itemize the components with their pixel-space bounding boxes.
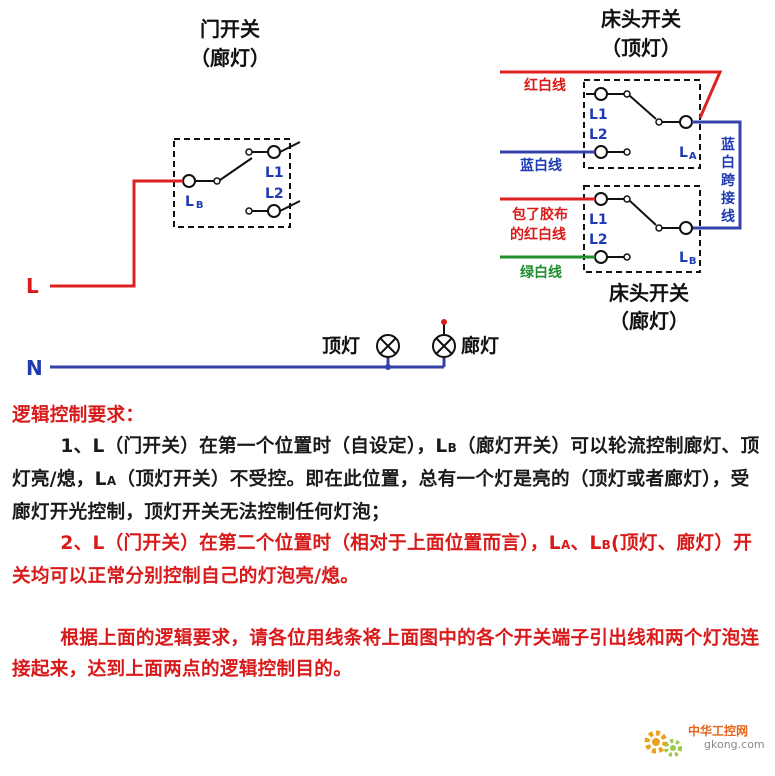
door-l1-out <box>279 141 301 153</box>
cross-wire-label: 蓝 白 跨 接 线 <box>721 136 736 225</box>
blue-cross-wire <box>692 120 742 230</box>
bed-bottom-l1-contact <box>623 195 631 203</box>
bed-bottom-l2-contact <box>623 253 631 261</box>
requirement-item-1: 1、L（门开关）在第一个位置时（自设定），LB（廊灯开关）可以轮流控制廊灯、顶灯… <box>12 431 764 528</box>
item2-part-a: 2、L（门开关）在第二个位置时（相对于上面位置而言），L <box>60 533 561 554</box>
blue-white-label: 蓝白线 <box>520 157 562 174</box>
bed-top-common-label: LA <box>679 145 697 162</box>
bed-top-l1-label: L1 <box>589 107 608 123</box>
taped-red-label-line1: 包了胶布 <box>512 206 568 223</box>
door-l1-label: L1 <box>265 165 284 181</box>
bed-top-l2-terminal <box>594 145 608 159</box>
watermark: 中华工控网 gkong.com <box>640 718 770 768</box>
door-switch-title: 门开关 <box>200 17 260 41</box>
door-l1-terminal <box>267 145 281 159</box>
top-lamp-icon <box>376 334 400 358</box>
live-terminal-label: L <box>26 274 39 298</box>
bed-top-blade <box>629 95 657 120</box>
door-l2-terminal <box>267 204 281 218</box>
bed-bottom-common-terminal <box>679 221 693 235</box>
door-switch-subtitle: （廊灯） <box>190 46 270 70</box>
item2-part-e: (顶灯、廊灯）开关均可以正常分别控制自己的灯泡亮/熄。 <box>12 533 753 587</box>
bed-switch-bottom-box <box>583 185 701 273</box>
cross-char-2: 白 <box>721 154 735 171</box>
door-blade <box>219 157 253 181</box>
green-white-label: 绿白线 <box>520 264 562 281</box>
red-white-wire <box>500 70 723 119</box>
bed-top-l1-terminal <box>594 87 608 101</box>
bed-top-l1-contact <box>623 90 631 98</box>
cross-char-1: 蓝 <box>721 136 735 153</box>
item1-part-e: （顶灯开关）不受控。即在此位置，总有一个灯是亮的（顶灯或者廊灯），受廊灯开光控制… <box>12 469 750 523</box>
gear-icon <box>644 730 682 757</box>
bed-bottom-l1-label: L1 <box>589 212 608 228</box>
neutral-terminal-label: N <box>26 356 43 380</box>
bed-top-l2-contact <box>623 148 631 156</box>
bed-bottom-l2-label: L2 <box>589 232 608 248</box>
door-l2-contact <box>245 207 253 215</box>
door-switch-contacts <box>182 145 281 218</box>
bed-bottom-common-label: LB <box>679 250 697 267</box>
item2-sub-b: B <box>601 538 612 552</box>
bed-switch-top-subtitle: （顶灯） <box>601 36 681 60</box>
bed-switch-bottom-title: 床头开关 <box>609 281 689 305</box>
door-l2-label: L2 <box>265 186 284 202</box>
watermark-brand: 中华工控网 <box>688 724 749 738</box>
door-switch-box <box>173 138 291 228</box>
spacer <box>12 592 764 623</box>
cross-char-3: 跨 <box>721 173 736 189</box>
bed-top-common-terminal <box>679 115 693 129</box>
bed-bottom-blade <box>629 200 657 226</box>
item1-sub-b: B <box>447 441 458 455</box>
cross-char-5: 线 <box>721 208 735 225</box>
corridor-lamp-top-dot <box>441 319 447 325</box>
door-l1-contact <box>245 148 253 156</box>
requirement-item-2: 2、L（门开关）在第二个位置时（相对于上面位置而言），LA、LB(顶灯、廊灯）开… <box>12 528 764 592</box>
task-instruction: 根据上面的逻辑要求，请各位用线条将上面图中的各个开关端子引出线和两个灯泡连接起来… <box>12 628 760 680</box>
corridor-lamp-icon <box>432 334 456 358</box>
bed-bottom-l1-terminal <box>594 192 608 206</box>
door-pivot <box>213 177 221 185</box>
item1-part-c: （廊灯开关）可以轮流控制廊灯、顶灯亮/熄，L <box>12 436 760 490</box>
bed-switch-top-title: 床头开关 <box>601 7 681 31</box>
requirements-heading: 逻辑控制要求： <box>12 405 145 426</box>
item2-sub-a: A <box>560 538 571 552</box>
item1-part-a: 1、L（门开关）在第一个位置时（自设定），L <box>60 436 448 457</box>
item1-sub-a: A <box>106 474 117 488</box>
item2-part-c: 、L <box>570 533 602 554</box>
watermark-url: gkong.com <box>704 738 765 751</box>
bed-switch-bottom-subtitle: （廊灯） <box>609 309 689 333</box>
live-wire <box>50 179 183 288</box>
door-l2-out <box>279 200 301 212</box>
top-lamp-label: 顶灯 <box>322 335 360 357</box>
bed-top-pivot <box>655 118 663 126</box>
cross-char-4: 接 <box>721 190 735 207</box>
bed-bottom-pivot <box>655 224 663 232</box>
door-common-terminal <box>182 174 196 188</box>
bed-top-l2-label: L2 <box>589 127 608 143</box>
taped-red-label-line2: 的红白线 <box>510 226 566 243</box>
bed-bottom-l2-terminal <box>594 250 608 264</box>
red-white-label: 红白线 <box>524 77 566 94</box>
bed-switch-top-box <box>583 79 701 169</box>
corridor-lamp-label: 廊灯 <box>461 334 499 357</box>
top-lamp-junction <box>385 364 391 370</box>
requirements-text: 逻辑控制要求： 1、L（门开关）在第一个位置时（自设定），LB（廊灯开关）可以轮… <box>12 400 764 685</box>
